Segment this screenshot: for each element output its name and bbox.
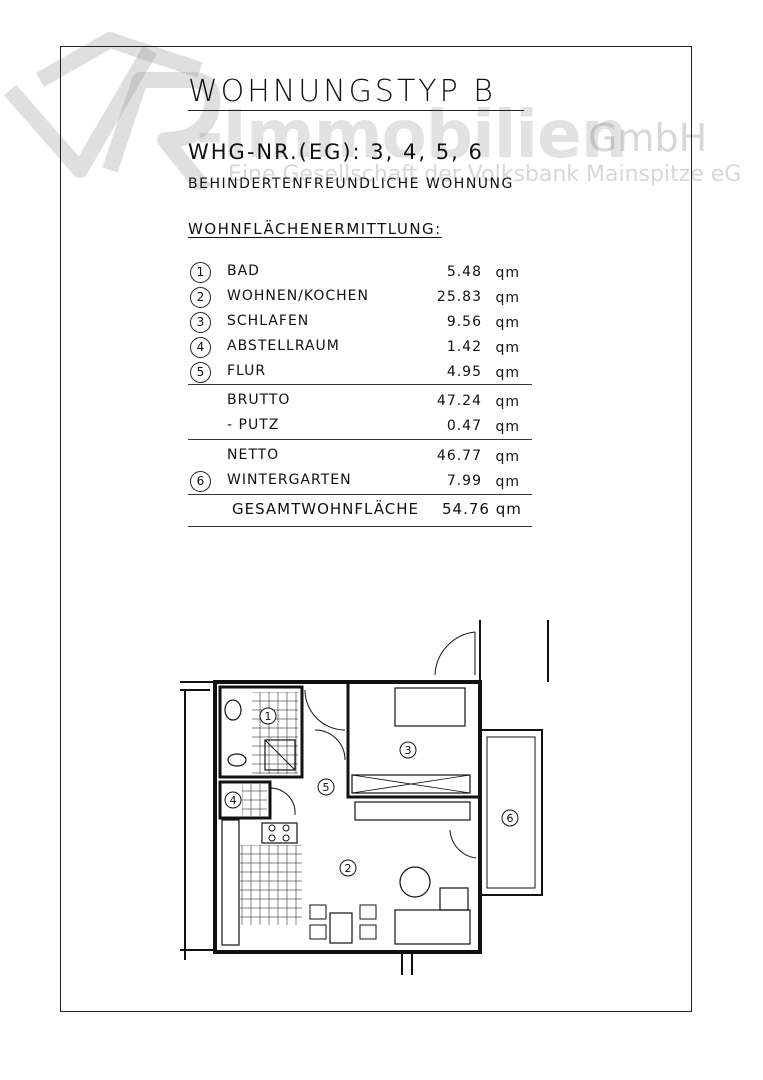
divider [188,384,532,385]
room-area: 1.42 [446,339,482,355]
floor-plan: 1 2 3 4 5 6 [180,620,549,975]
area-heading: WOHNFLÄCHENERMITTLUNG: [188,220,442,238]
room-area: 25.83 [436,289,482,305]
plan-sheet [60,46,692,1012]
room-number: 1 [190,262,211,283]
room-row: 4 ABSTELLRAUM 1.42 qm [188,337,532,359]
brutto-label: BRUTTO [227,392,291,408]
wintergarten-unit: qm [495,474,520,490]
room-unit: qm [495,365,520,381]
plan-label-6: 6 [507,812,514,825]
room-unit: qm [495,290,520,306]
room-label: ABSTELLRAUM [227,338,340,354]
room-row: 3 SCHLAFEN 9.56 qm [188,312,532,334]
divider [188,494,532,495]
room-row: 5 FLUR 4.95 qm [188,362,532,384]
page-title: WOHNUNGSTYP B [188,74,496,109]
brutto-unit: qm [495,394,520,410]
brutto-value: 47.24 [436,393,482,409]
room-row: 2 WOHNEN/KOCHEN 25.83 qm [188,287,532,309]
room-number: 2 [190,287,211,308]
room-row: 1 BAD 5.48 qm [188,262,532,284]
putz-unit: qm [495,419,520,435]
putz-label: - PUTZ [227,417,280,433]
room-number: 6 [190,471,211,492]
netto-row: NETTO 46.77 qm [188,446,532,468]
room-label: WOHNEN/KOCHEN [227,288,369,304]
total-row: GESAMTWOHNFLÄCHE 54.76 qm [232,500,521,518]
room-area: 4.95 [446,364,482,380]
room-number: 4 [190,337,211,358]
netto-label: NETTO [227,447,280,463]
subtitle: BEHINDERTENFREUNDLICHE WOHNUNG [188,176,514,192]
room-unit: qm [495,315,520,331]
putz-value: 0.47 [446,418,482,434]
room-unit: qm [495,340,520,356]
room-label: SCHLAFEN [227,313,310,329]
plan-label-1: 1 [265,710,272,723]
plan-label-4: 4 [230,794,237,807]
title-underline [188,110,524,111]
putz-row: - PUTZ 0.47 qm [188,416,532,438]
plan-label-3: 3 [405,744,412,757]
room-label: BAD [227,263,260,279]
room-unit: qm [495,265,520,281]
plan-label-5: 5 [323,781,330,794]
netto-unit: qm [495,449,520,465]
plan-label-2: 2 [345,862,352,875]
wintergarten-label: WINTERGARTEN [227,472,352,488]
wintergarten-row: 6 WINTERGARTEN 7.99 qm [188,471,532,493]
room-area: 5.48 [446,264,482,280]
room-number: 5 [190,362,211,383]
room-area: 9.56 [446,314,482,330]
divider [188,439,532,440]
brutto-row: BRUTTO 47.24 qm [188,391,532,413]
wintergarten-value: 7.99 [446,473,482,489]
total-label: GESAMTWOHNFLÄCHE [232,500,419,518]
divider [188,526,532,527]
room-label: FLUR [227,363,267,379]
netto-value: 46.77 [436,448,482,464]
total-value: 54.76 qm [442,500,522,518]
room-number: 3 [190,312,211,333]
apartment-numbers: WHG-NR.(EG): 3, 4, 5, 6 [188,140,484,164]
